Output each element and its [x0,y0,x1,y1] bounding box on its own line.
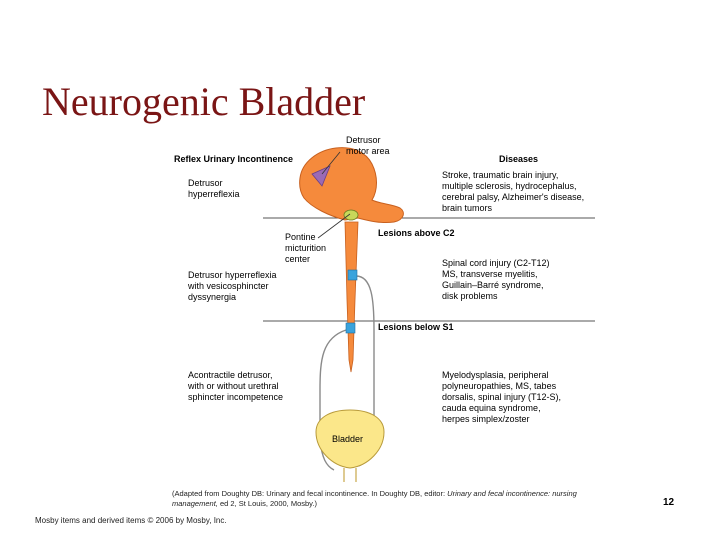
pontine-label: Pontine micturition center [285,232,327,264]
figure-caption: (Adapted from Doughty DB: Urinary and fe… [172,489,598,509]
left-label-2: Detrusor hyperreflexia with vesicosphinc… [188,270,277,302]
heading-reflex-incontinence: Reflex Urinary Incontinence [174,154,294,164]
slide-title: Neurogenic Bladder [42,79,366,124]
bladder-label: Bladder [332,434,364,444]
caption-italic-1: Urinary and fecal incontinence: nursing [447,489,577,498]
pontine-center-marker [343,209,359,221]
urethra [343,468,357,482]
right-label-3: Myelodysplasia, peripheral polyneuropath… [442,370,562,424]
leader-pontine [317,213,351,239]
spinal-marker-lower [345,322,356,334]
motor-area-label: Detrusor motor area [346,135,390,156]
left-label-1: Detrusor hyperreflexia [188,178,240,199]
lesions-above-label: Lesions above C2 [378,228,455,238]
spinal-cord [344,221,359,373]
brain [299,147,404,223]
leader-motor-area [321,151,341,175]
right-label-1: Stroke, traumatic brain injury, multiple… [442,170,585,213]
copyright-notice: Mosby items and derived items © 2006 by … [35,516,227,525]
left-nerve-loop [319,329,347,471]
lesions-below-label: Lesions below S1 [378,322,454,332]
spinal-marker-upper [347,269,358,281]
caption-italic-2: management, [172,499,218,508]
caption-part-2: ed 2, St Louis, 2000, Mosby.) [217,499,317,508]
caption-part-1: (Adapted from Doughty DB: Urinary and fe… [172,489,448,498]
heading-diseases: Diseases [499,154,539,164]
right-label-2: Spinal cord injury (C2-T12) MS, transver… [442,258,550,301]
left-label-3: Acontractile detrusor, with or without u… [188,370,284,402]
detrusor-motor-area [311,165,331,187]
bladder-shape [315,409,385,469]
page-number: 12 [663,497,675,508]
